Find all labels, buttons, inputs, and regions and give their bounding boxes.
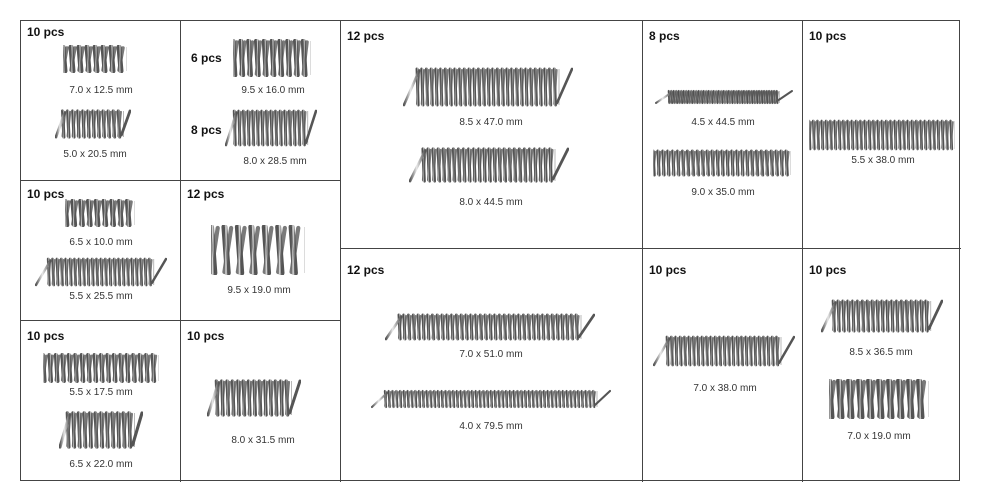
spring-dimension-label: 8.0 x 28.5 mm xyxy=(243,156,307,167)
spring-image xyxy=(402,67,574,112)
quantity-label: 12 pcs xyxy=(187,187,225,201)
spring-image xyxy=(206,379,302,422)
spring-cell-5: 10 pcs 5.5 x 38.0 mm xyxy=(803,21,961,249)
spring-cell-1: 10 pcs 7.0 x 12.5 mm 5.0 x 20.5 mm xyxy=(21,21,181,181)
spring-dimension-label: 9.5 x 16.0 mm xyxy=(241,85,305,96)
spring-image xyxy=(34,257,168,292)
spring-cell-12: 10 pcs 8.0 x 31.5 mm xyxy=(181,321,341,482)
spring-cell-9: 10 pcs 7.0 x 38.0 mm xyxy=(643,249,803,482)
spring-image xyxy=(208,224,308,280)
spring-image xyxy=(820,299,944,338)
spring-cell-2: 6 pcs 9.5 x 16.0 mm 8 pcs 8.0 x 28.5 mm xyxy=(181,21,341,181)
spring-image xyxy=(408,147,570,188)
spring-dimension-label: 7.0 x 19.0 mm xyxy=(847,431,911,442)
spring-image xyxy=(370,389,612,414)
spring-cell-7: 12 pcs 9.5 x 19.0 mm xyxy=(181,181,341,321)
spring-dimension-label: 5.5 x 25.5 mm xyxy=(69,291,133,302)
spring-image xyxy=(60,44,130,78)
quantity-label: 10 pcs xyxy=(187,329,225,343)
spring-dimension-label: 8.0 x 44.5 mm xyxy=(459,197,523,208)
spring-dimension-label: 6.5 x 22.0 mm xyxy=(69,459,133,470)
quantity-label: 12 pcs xyxy=(347,263,385,277)
spring-cell-6: 10 pcs 6.5 x 10.0 mm 5.5 x 25.5 mm xyxy=(21,181,181,321)
spring-image xyxy=(230,38,314,82)
quantity-label: 12 pcs xyxy=(347,29,385,43)
spring-dimension-label: 8.0 x 31.5 mm xyxy=(231,435,295,446)
spring-image xyxy=(651,149,793,182)
spring-dimension-label: 5.0 x 20.5 mm xyxy=(63,149,127,160)
spring-image xyxy=(62,198,138,232)
spring-image xyxy=(384,313,596,346)
spring-dimension-label: 4.0 x 79.5 mm xyxy=(459,421,523,432)
spring-dimension-label: 7.0 x 38.0 mm xyxy=(693,383,757,394)
quantity-label: 10 pcs xyxy=(809,29,847,43)
spring-image xyxy=(655,89,793,110)
spring-dimension-label: 4.5 x 44.5 mm xyxy=(691,117,755,128)
spring-cell-8: 12 pcs 7.0 x 51.0 mm 4.0 x 79.5 mm xyxy=(341,249,643,482)
spring-image xyxy=(807,119,957,156)
spring-image xyxy=(652,335,796,372)
spring-dimension-label: 5.5 x 17.5 mm xyxy=(69,387,133,398)
quantity-label: 10 pcs xyxy=(27,187,65,201)
quantity-label: 10 pcs xyxy=(809,263,847,277)
spring-image xyxy=(58,411,144,454)
spring-dimension-label: 9.5 x 19.0 mm xyxy=(227,285,291,296)
spring-dimension-label: 7.0 x 12.5 mm xyxy=(69,85,133,96)
spring-cell-11: 10 pcs 5.5 x 17.5 mm 6.5 x 22.0 mm xyxy=(21,321,181,482)
quantity-label: 10 pcs xyxy=(27,329,65,343)
spring-dimension-label: 8.5 x 47.0 mm xyxy=(459,117,523,128)
spring-dimension-label: 5.5 x 38.0 mm xyxy=(851,155,915,166)
quantity-label: 10 pcs xyxy=(27,25,65,39)
spring-image xyxy=(224,109,318,152)
spring-dimension-label: 7.0 x 51.0 mm xyxy=(459,349,523,360)
spring-cell-4: 8 pcs 4.5 x 44.5 mm 9.0 x 35.0 mm xyxy=(643,21,803,249)
spring-image xyxy=(54,109,132,144)
quantity-label: 8 pcs xyxy=(191,123,222,137)
quantity-label: 6 pcs xyxy=(191,51,222,65)
spring-dimension-label: 8.5 x 36.5 mm xyxy=(849,347,913,358)
spring-dimension-label: 9.0 x 35.0 mm xyxy=(691,187,755,198)
spring-cell-10: 10 pcs 8.5 x 36.5 mm 7.0 x 19.0 mm xyxy=(803,249,961,482)
spring-image xyxy=(41,353,161,388)
spring-image xyxy=(826,378,932,424)
quantity-label: 8 pcs xyxy=(649,29,680,43)
quantity-label: 10 pcs xyxy=(649,263,687,277)
spring-dimension-label: 6.5 x 10.0 mm xyxy=(69,237,133,248)
spring-cell-3: 12 pcs 8.5 x 47.0 mm 8.0 x 44.5 mm xyxy=(341,21,643,249)
